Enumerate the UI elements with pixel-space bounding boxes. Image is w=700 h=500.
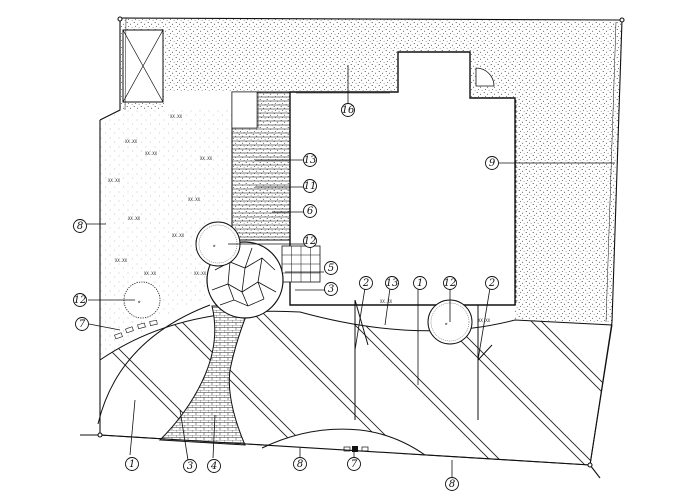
callout-marker: 12 — [443, 276, 457, 290]
callout-label: 13 — [386, 278, 399, 289]
callout-label: 4 — [210, 461, 217, 472]
note: XX.XX — [144, 271, 157, 276]
tree-circle-upper: ✿ — [195, 221, 241, 267]
callout-marker: 3 — [324, 282, 338, 296]
callout-marker: 13 — [385, 276, 399, 290]
callout-label: 2 — [488, 278, 495, 289]
note: XX.XX — [194, 271, 207, 276]
callout-marker: 9 — [485, 156, 499, 170]
note: XX.XX — [108, 178, 121, 183]
lawn-hatched — [99, 310, 613, 466]
callout-label: 1 — [417, 278, 423, 289]
callout-circle — [359, 276, 373, 290]
bottom-semicircle — [261, 428, 426, 456]
callout-label: 3 — [187, 461, 193, 472]
note: XX.XX — [200, 156, 213, 161]
callout-circle — [485, 156, 499, 170]
callout-label: 8 — [297, 459, 303, 470]
note: XX.XX — [128, 216, 141, 221]
callout-circle — [73, 219, 87, 233]
callout-label: 8 — [77, 221, 83, 232]
note: XX.XX — [115, 258, 128, 263]
corner-planter-x — [122, 29, 164, 103]
callout-label: 2 — [362, 278, 369, 289]
callout-marker: 1 — [413, 276, 427, 290]
callout-label: 13 — [304, 155, 317, 166]
callout-marker: 11 — [303, 179, 317, 193]
callout-label: 11 — [304, 181, 317, 192]
callout-marker: 7 — [347, 457, 361, 471]
callout-marker: 4 — [207, 459, 221, 473]
note: XX.XX — [380, 299, 393, 304]
callout-marker: 3 — [183, 459, 197, 473]
callout-label: 16 — [342, 105, 355, 116]
callout-circle — [75, 317, 89, 331]
callout-marker: 8 — [73, 219, 87, 233]
callout-label: 6 — [307, 206, 314, 217]
callout-circle — [445, 477, 459, 491]
callout-circle — [303, 234, 317, 248]
callout-marker: 6 — [303, 204, 317, 218]
svg-text:✿: ✿ — [445, 321, 448, 326]
callout-label: 3 — [328, 284, 334, 295]
door-swing — [475, 67, 495, 87]
lawn-arc — [97, 304, 211, 425]
note: XX.XX — [188, 197, 201, 202]
callout-label: 1 — [129, 459, 135, 470]
stepping-stones — [114, 319, 158, 340]
note: XX.XX — [170, 114, 183, 119]
callout-label: 9 — [489, 158, 496, 169]
svg-text:✿: ✿ — [213, 243, 216, 248]
callout-circle — [443, 276, 457, 290]
callout-marker: 8 — [445, 477, 459, 491]
leader-lines — [86, 65, 615, 477]
callout-marker: 12 — [73, 293, 87, 307]
callout-marker: 12 — [303, 234, 317, 248]
callout-circle — [183, 459, 197, 473]
callout-label: 7 — [351, 459, 358, 470]
callout-label: 5 — [328, 263, 334, 274]
lamp-posts — [354, 299, 493, 420]
callout-marker: 2 — [359, 276, 373, 290]
brick-path — [158, 305, 251, 446]
note: XX.XX — [125, 139, 138, 144]
callout-circle — [125, 457, 139, 471]
callout-circle — [207, 459, 221, 473]
note: XX.XX — [145, 151, 158, 156]
callout-marker: 7 — [75, 317, 89, 331]
callout-circle — [485, 276, 499, 290]
callout-circle — [341, 103, 355, 117]
callout-circle — [303, 204, 317, 218]
svg-text:✿: ✿ — [138, 299, 141, 304]
property-boundary — [80, 16, 625, 479]
callout-circle — [303, 153, 317, 167]
callout-label: 8 — [449, 479, 455, 490]
callout-label: 12 — [444, 278, 457, 289]
callout-circle — [385, 276, 399, 290]
note: XX.XX — [172, 233, 185, 238]
callout-label: 12 — [74, 295, 87, 306]
callout-marker: 16 — [341, 103, 355, 117]
callout-circle — [324, 282, 338, 296]
callout-label: 12 — [304, 236, 317, 247]
callout-marker: 8 — [293, 457, 307, 471]
callout-marker: 2 — [485, 276, 499, 290]
grid-paving — [281, 245, 321, 283]
callout-marker: 1 — [125, 457, 139, 471]
callout-circle — [324, 261, 338, 275]
callout-circle — [293, 457, 307, 471]
callout-circle — [73, 293, 87, 307]
callout-label: 7 — [79, 319, 86, 330]
callout-circle — [413, 276, 427, 290]
stair-strip — [231, 91, 291, 241]
callout-marker: 13 — [303, 153, 317, 167]
callout-circle — [347, 457, 361, 471]
callout-circle — [303, 179, 317, 193]
callout-marker: 5 — [324, 261, 338, 275]
